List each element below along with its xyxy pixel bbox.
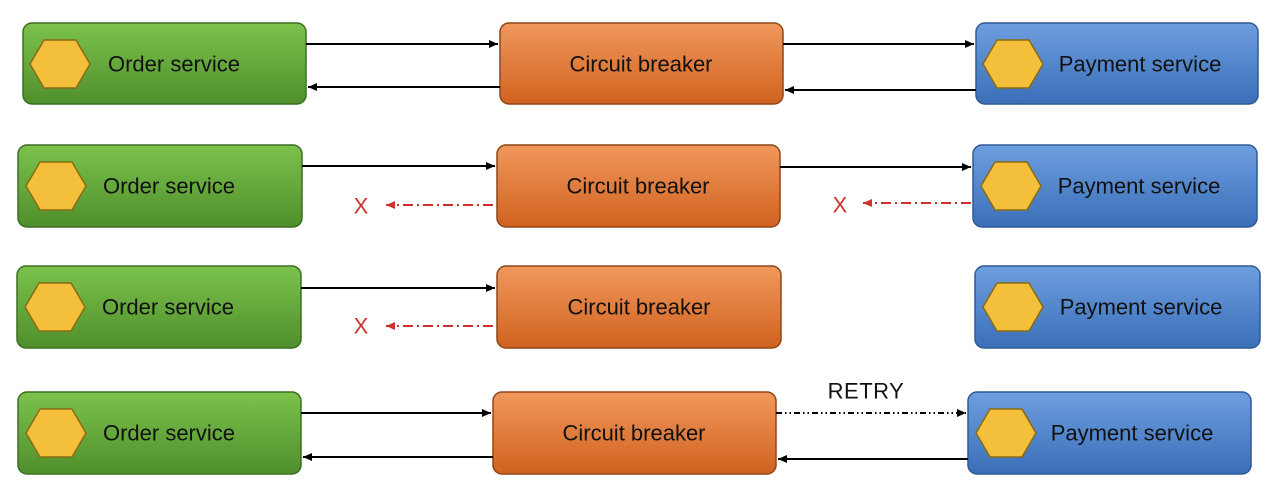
failure-mark: X xyxy=(354,314,369,339)
order-service-label: Order service xyxy=(102,295,234,320)
hexagon-icon xyxy=(25,408,87,458)
payment-service-box: Payment service xyxy=(975,22,1259,105)
circuit-breaker-label: Circuit breaker xyxy=(567,295,710,320)
payment-service-box: Payment service xyxy=(974,265,1261,349)
failure-mark: X xyxy=(833,193,848,218)
order-service-label: Order service xyxy=(103,421,235,446)
circuit-breaker-box: Circuit breaker xyxy=(492,391,777,475)
hexagon-icon xyxy=(982,282,1044,332)
order-service-box: Order service xyxy=(16,265,302,349)
circuit-breaker-box: Circuit breaker xyxy=(499,22,784,105)
circuit-breaker-label: Circuit breaker xyxy=(562,421,705,446)
hexagon-icon xyxy=(24,282,86,332)
hexagon-icon xyxy=(982,39,1044,89)
hexagon-icon xyxy=(25,161,87,211)
order-service-label: Order service xyxy=(103,174,235,199)
circuit-breaker-box: Circuit breaker xyxy=(496,265,782,349)
payment-service-label: Payment service xyxy=(1059,52,1222,77)
hexagon-icon xyxy=(29,39,91,89)
payment-service-label: Payment service xyxy=(1058,174,1221,199)
circuit-breaker-label: Circuit breaker xyxy=(569,52,712,77)
order-service-label: Order service xyxy=(108,52,240,77)
circuit-breaker-label: Circuit breaker xyxy=(566,174,709,199)
scenario-closed: Order service Circuit breaker Payment se… xyxy=(22,22,1259,105)
scenario-failing: Order service Circuit breaker Payment se… xyxy=(17,144,1258,228)
circuit-breaker-box: Circuit breaker xyxy=(496,144,781,228)
hexagon-icon xyxy=(975,408,1037,458)
payment-service-box: Payment service xyxy=(972,144,1258,228)
hexagon-icon xyxy=(980,161,1042,211)
order-service-box: Order service xyxy=(17,391,302,475)
retry-label: RETRY xyxy=(828,379,905,404)
payment-service-box: Payment service xyxy=(967,391,1252,475)
failure-mark: X xyxy=(354,194,369,219)
payment-service-label: Payment service xyxy=(1060,295,1223,320)
scenario-open: Order service Circuit breaker Payment se… xyxy=(16,265,1261,349)
scenario-half-open: Order service Circuit breaker Payment se… xyxy=(17,379,1252,475)
order-service-box: Order service xyxy=(17,144,303,228)
order-service-box: Order service xyxy=(22,22,307,105)
payment-service-label: Payment service xyxy=(1051,421,1214,446)
